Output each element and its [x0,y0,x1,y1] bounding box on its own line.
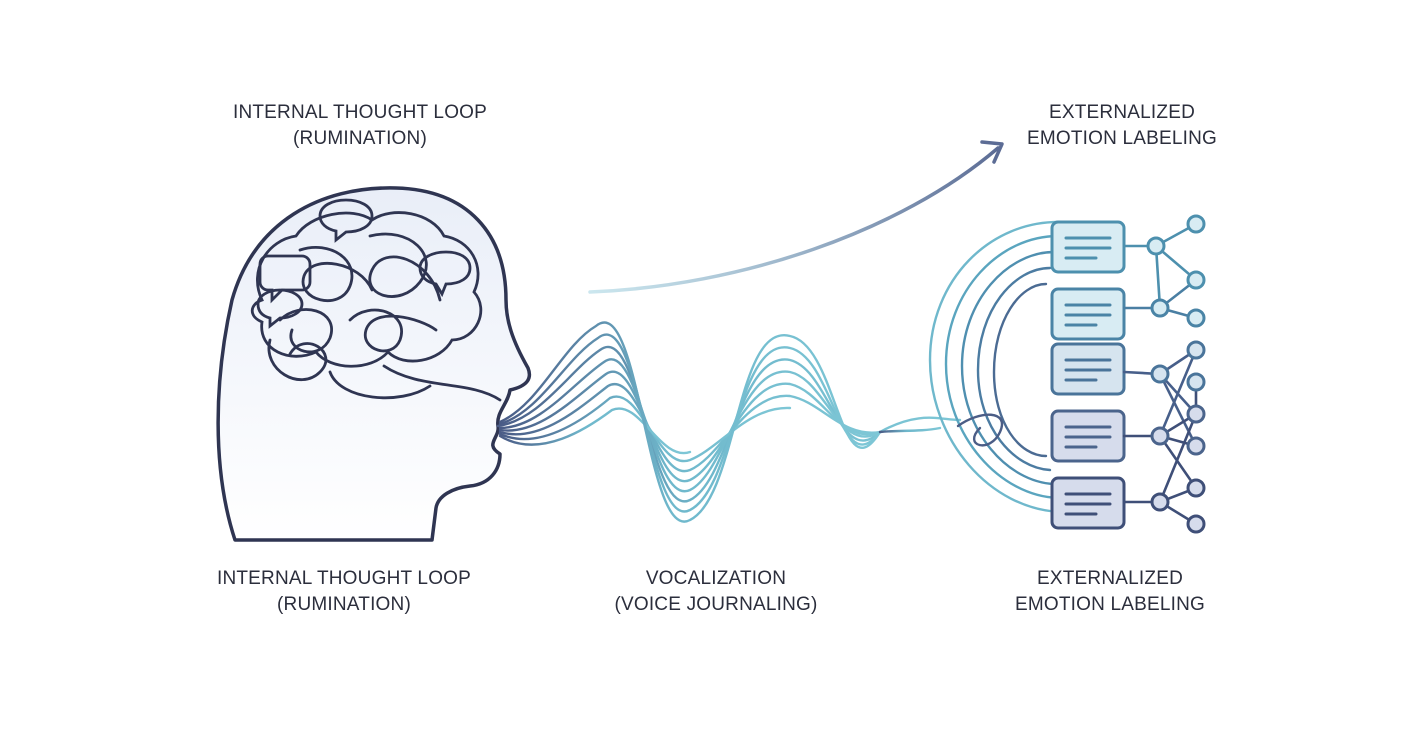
label-line: EXTERNALIZED [1037,568,1183,589]
text-card-icon [1050,220,1126,274]
label-line: VOCALIZATION [645,568,787,589]
emotion-label-cards [1050,220,1126,530]
label-line: (RUMINATION) [293,128,427,149]
curved-up-arrow-icon [588,140,1004,294]
radiating-arcs [928,220,1064,514]
label-line: INTERNAL THOUGHT LOOP [232,102,488,123]
label-line: EMOTION LABELING [1026,128,1218,149]
label-externalized-emotion-bottom: EXTERNALIZED EMOTION LABELING [950,566,1270,618]
text-card-icon [1050,476,1126,530]
label-line: INTERNAL THOUGHT LOOP [216,568,472,589]
head-icon [216,186,532,542]
text-card-icon [1050,342,1126,396]
tangled-brain-icon [250,198,502,402]
label-vocalization: VOCALIZATION (VOICE JOURNALING) [556,566,876,618]
label-line: EMOTION LABELING [1014,594,1206,615]
label-internal-thought-loop-bottom: INTERNAL THOUGHT LOOP (RUMINATION) [184,566,504,618]
label-externalized-emotion-top: EXTERNALIZED EMOTION LABELING [962,100,1282,152]
network-nodes [1146,214,1206,534]
label-line: EXTERNALIZED [1049,102,1195,123]
label-line: (RUMINATION) [277,594,411,615]
text-card-icon [1050,287,1126,341]
label-line: (VOICE JOURNALING) [614,594,818,615]
label-internal-thought-loop-top: INTERNAL THOUGHT LOOP (RUMINATION) [200,100,520,152]
voice-waves [496,321,962,523]
text-card-icon [1050,409,1126,463]
